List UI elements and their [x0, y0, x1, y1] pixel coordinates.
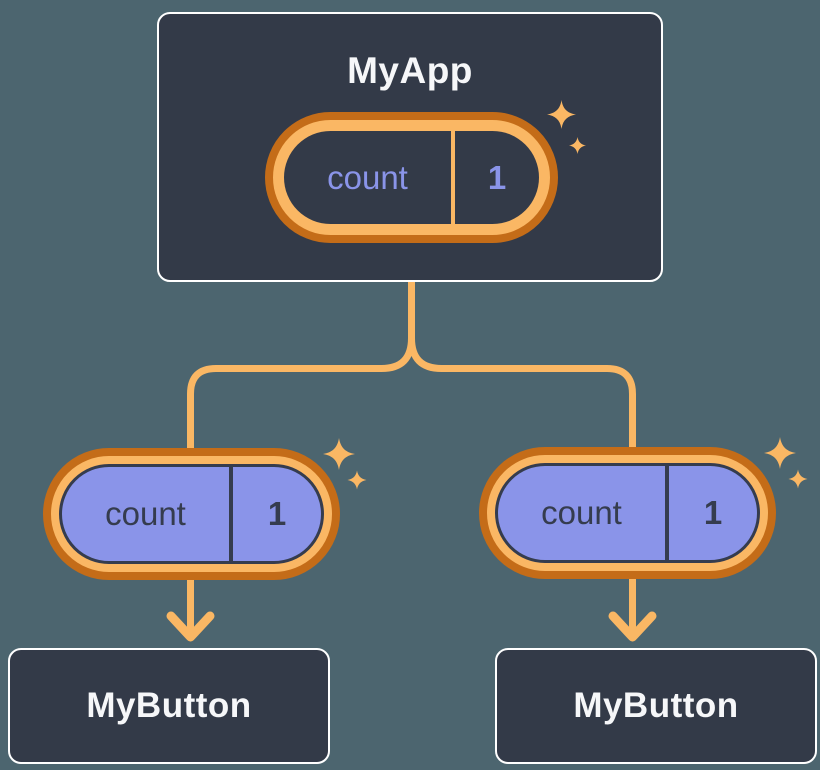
- pill-divider: [229, 467, 233, 561]
- prop-value: 1: [703, 494, 723, 531]
- connector-right-branch: [408, 278, 636, 634]
- pill-divider: [665, 466, 669, 560]
- component-title: MyButton: [573, 686, 739, 725]
- state-pill-body: count 1: [284, 131, 539, 224]
- sparkle-icon: [323, 438, 367, 490]
- component-node-mybutton-left: MyButton: [8, 648, 330, 764]
- prop-value: 1: [267, 495, 287, 532]
- state-name: count: [327, 158, 408, 196]
- component-node-mybutton-right: MyButton: [495, 648, 817, 764]
- arrow-down-icon: [608, 611, 657, 642]
- component-title: MyButton: [86, 686, 252, 725]
- component-title: MyApp: [347, 50, 473, 91]
- state-pill-root: count 1: [265, 112, 558, 243]
- state-value: 1: [487, 158, 507, 196]
- sparkle-icon: [764, 437, 808, 489]
- sparkle-icon: [547, 100, 586, 154]
- prop-pill-right: count 1: [479, 447, 776, 579]
- prop-name: count: [541, 494, 622, 531]
- prop-pill-body: count 1: [59, 464, 324, 564]
- pill-divider: [451, 131, 455, 224]
- prop-pill-body: count 1: [495, 463, 760, 563]
- prop-name: count: [105, 495, 186, 532]
- prop-pill-left: count 1: [43, 448, 340, 580]
- arrow-down-icon: [166, 611, 215, 642]
